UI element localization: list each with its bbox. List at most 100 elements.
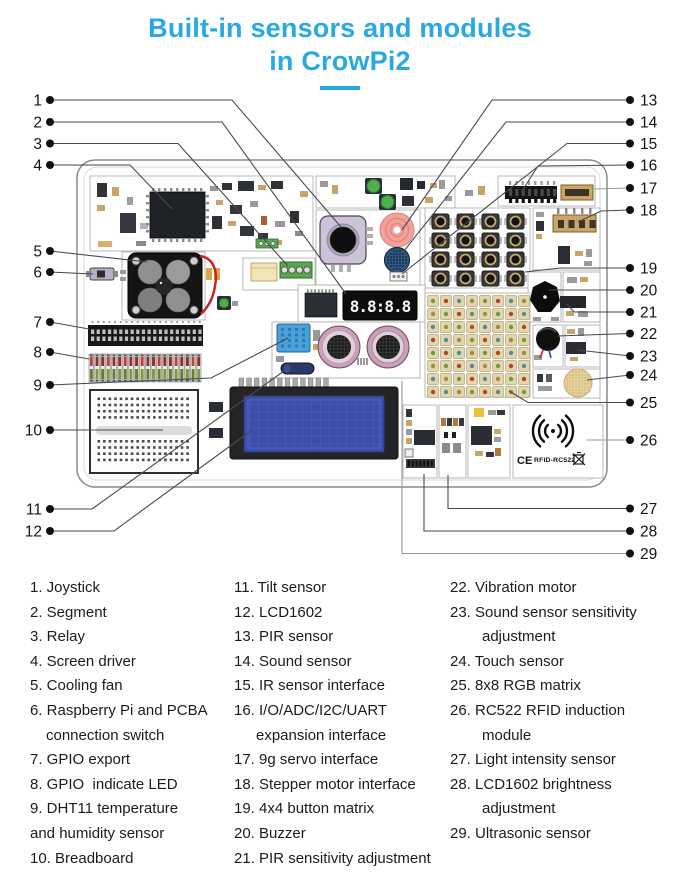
- legend-item: 25. 8x8 RGB matrix: [450, 677, 581, 695]
- callout-number: 26: [640, 432, 657, 449]
- breadboard: [89, 389, 199, 474]
- callout-7: 7: [33, 314, 90, 331]
- callout-4: 4: [33, 157, 173, 210]
- callout-dot: [46, 318, 54, 326]
- legend-item: 3. Relay: [30, 628, 86, 646]
- relay: [250, 261, 313, 282]
- callout-10: 10: [25, 422, 163, 439]
- callout-number: 19: [640, 260, 657, 277]
- callout-3: 3: [33, 136, 289, 267]
- callout-number: 23: [640, 348, 657, 365]
- segment-display-text: 8.8:8.8: [350, 297, 411, 316]
- rfid-label: RFID-RC522: [534, 457, 575, 464]
- callout-18: 18: [577, 202, 657, 223]
- callout-dot: [46, 348, 54, 356]
- callout-number: 25: [640, 395, 657, 412]
- callout-11: 11: [26, 370, 285, 518]
- io-expansion-connector: [505, 181, 557, 203]
- callout-number: 5: [33, 243, 42, 260]
- rgb-matrix-8x8: [427, 295, 530, 398]
- rfid-module-box: [512, 404, 604, 479]
- rfid-antenna-icon: [531, 414, 575, 448]
- legend-item: 27. Light intensity sensor: [450, 751, 616, 769]
- lcd1602: [229, 377, 399, 460]
- legend-item: 6. Raspberry Pi and PCBA: [30, 701, 208, 719]
- callout-number: 4: [33, 157, 42, 174]
- callout-dot: [46, 505, 54, 513]
- callout-dot: [46, 161, 54, 169]
- callout-dot: [626, 436, 634, 444]
- servo-connector: [560, 184, 594, 201]
- callout-dot: [626, 206, 634, 214]
- callout-number: 21: [640, 304, 657, 321]
- callout-dot: [626, 139, 634, 148]
- legend-item: 9. DHT11 temperature: [30, 800, 179, 818]
- callout-5: 5: [33, 243, 148, 263]
- legend-item: 5. Cooling fan: [30, 677, 123, 695]
- callout-dot: [626, 264, 634, 272]
- cooling-fan: [127, 252, 203, 319]
- callout-number: 3: [33, 136, 42, 153]
- callout-dot: [626, 371, 634, 379]
- legend-item: 11. Tilt sensor: [234, 579, 327, 596]
- callout-number: 11: [26, 501, 42, 518]
- legend-item: 19. 4x4 button matrix: [234, 800, 375, 818]
- callout-number: 15: [640, 136, 657, 153]
- legend-item: 22. Vibration motor: [450, 579, 577, 596]
- callout-number: 17: [640, 180, 657, 197]
- segment-display: 8.8:8.8: [304, 289, 418, 321]
- legend-item: 16. I/O/ADC/I2C/UART: [234, 701, 388, 719]
- sound-sensor: [383, 246, 411, 274]
- callout-dot: [626, 398, 634, 407]
- callout-number: 13: [640, 92, 657, 109]
- callout-16: 16: [521, 157, 657, 192]
- stepper-connector: [552, 208, 597, 264]
- callout-21: 21: [566, 303, 657, 321]
- callout-number: 8: [33, 344, 42, 361]
- tilt-sensor: [280, 362, 315, 375]
- legend-item: 10. Breadboard: [30, 849, 134, 867]
- callout-dot: [626, 527, 634, 535]
- callout-number: 20: [640, 282, 658, 299]
- light-sensor-module-box: [438, 404, 467, 479]
- legend-item: 29. Ultrasonic sensor: [450, 824, 591, 842]
- callout-15: 15: [401, 136, 657, 275]
- callout-dot: [46, 426, 54, 434]
- callout-12: 12: [25, 429, 253, 540]
- screw-terminal-small: [255, 238, 279, 249]
- callout-number: 12: [25, 523, 42, 540]
- callout-24: 24: [586, 367, 658, 384]
- ultrasonic-sensor: [317, 325, 410, 369]
- callout-dot: [626, 96, 634, 104]
- callout-26: 26: [586, 432, 657, 449]
- legend-item: 18. Stepper motor interface: [234, 775, 416, 793]
- legend-item: and humidity sensor: [30, 824, 165, 842]
- pir-sensor: [379, 212, 415, 248]
- callout-number: 14: [640, 114, 658, 131]
- callout-25: 25: [508, 390, 657, 412]
- callout-dot: [626, 352, 634, 360]
- callout-dot: [46, 139, 54, 148]
- legend-item: 2. Segment: [30, 603, 107, 621]
- callout-17: 17: [593, 180, 657, 197]
- power-button: [217, 296, 231, 310]
- callout-6: 6: [33, 264, 94, 281]
- callout-number: 18: [640, 202, 657, 219]
- callout-number: 29: [640, 546, 657, 563]
- dht11-sensor: [276, 323, 311, 353]
- callout-dot: [626, 329, 634, 338]
- buzzer: [530, 281, 560, 312]
- legend-item: 15. IR sensor interface: [234, 677, 385, 695]
- legend-item: adjustment: [482, 628, 556, 646]
- callout-dot: [626, 549, 634, 558]
- callout-dot: [46, 527, 54, 535]
- legend-item: 12. LCD1602: [234, 603, 323, 621]
- legend-item: 4. Screen driver: [30, 652, 136, 670]
- callout-dot: [626, 184, 634, 192]
- ce-mark: CE: [517, 455, 532, 467]
- callout-28: 28: [423, 474, 657, 540]
- callout-20: 20: [549, 282, 658, 299]
- legend-item: 17. 9g servo interface: [234, 751, 379, 769]
